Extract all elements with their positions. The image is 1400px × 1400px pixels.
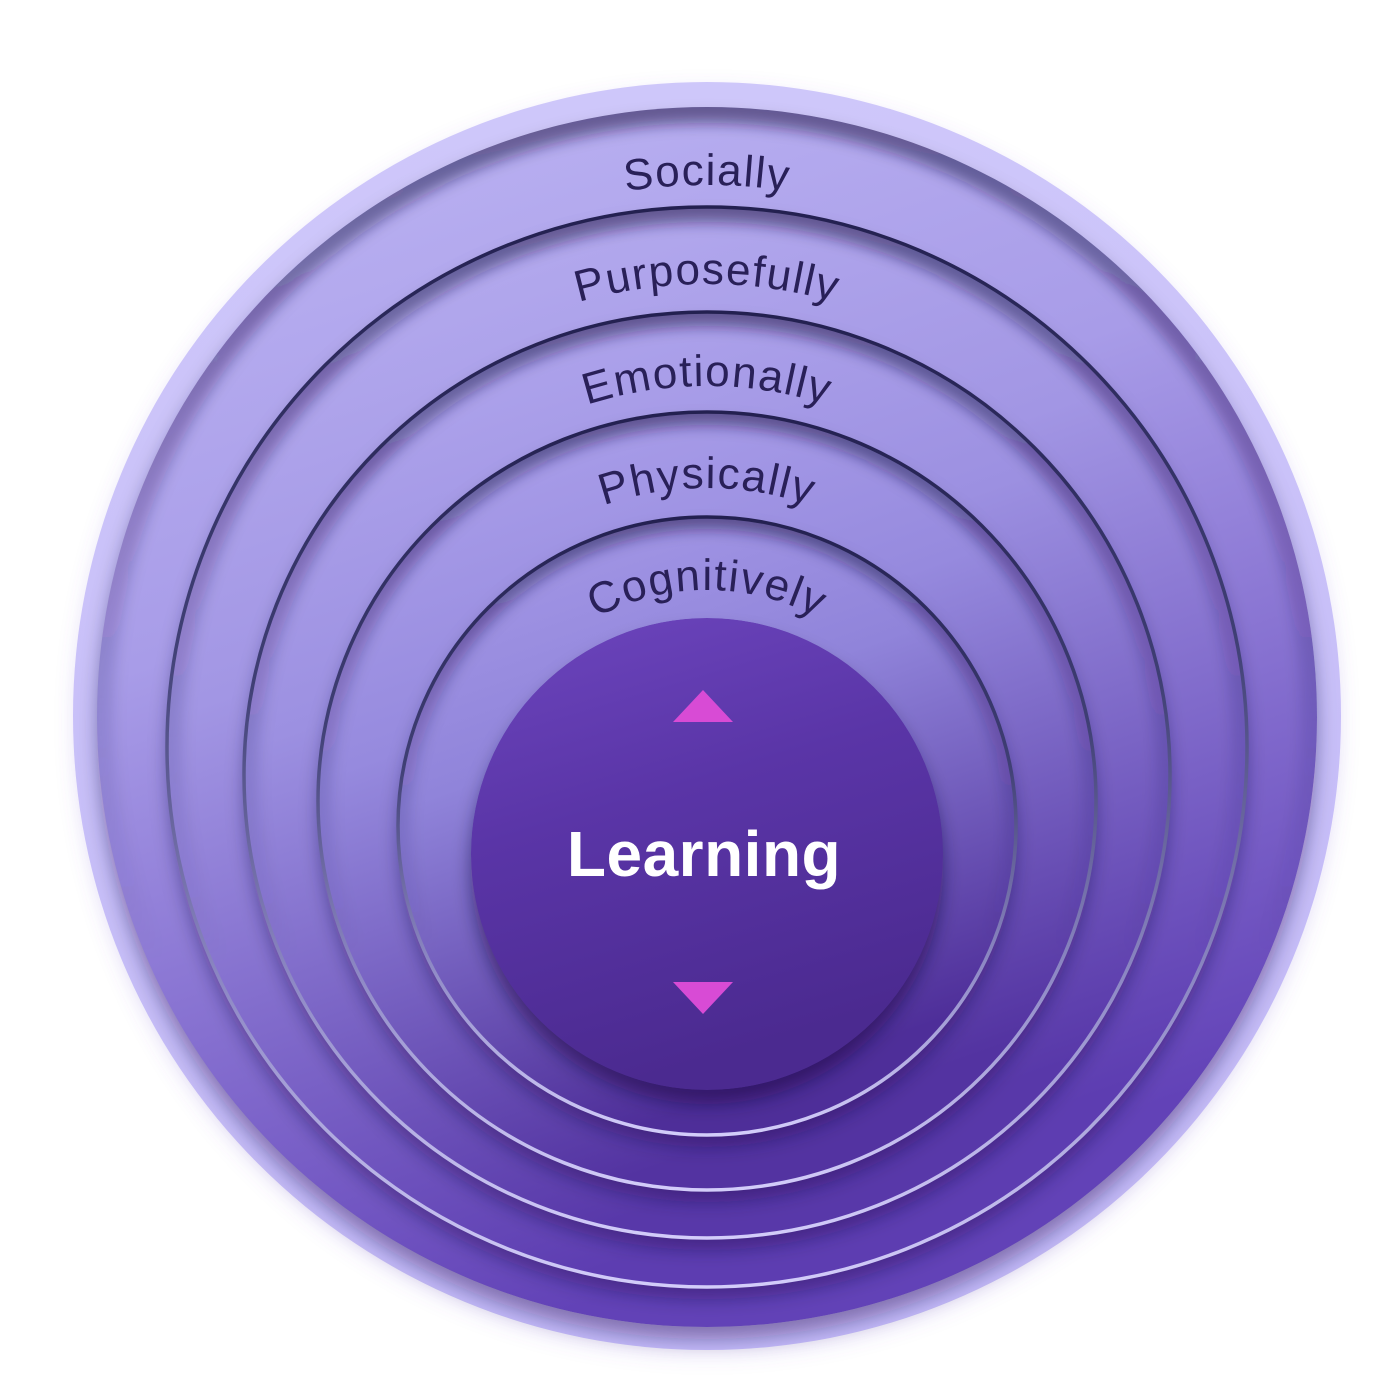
- center-label: Learning: [567, 818, 841, 890]
- ring-purposefully-outline: [165, 205, 1249, 1289]
- ring-label-socially: Socially: [621, 146, 794, 201]
- ring-emotionally-outline: [242, 310, 1172, 1240]
- down-triangle-icon: [673, 982, 733, 1014]
- ring-physically-outline: [316, 410, 1098, 1192]
- ring-cognitively-outline: [396, 515, 1018, 1137]
- center-circle: [471, 618, 943, 1090]
- up-triangle-icon: [673, 690, 733, 722]
